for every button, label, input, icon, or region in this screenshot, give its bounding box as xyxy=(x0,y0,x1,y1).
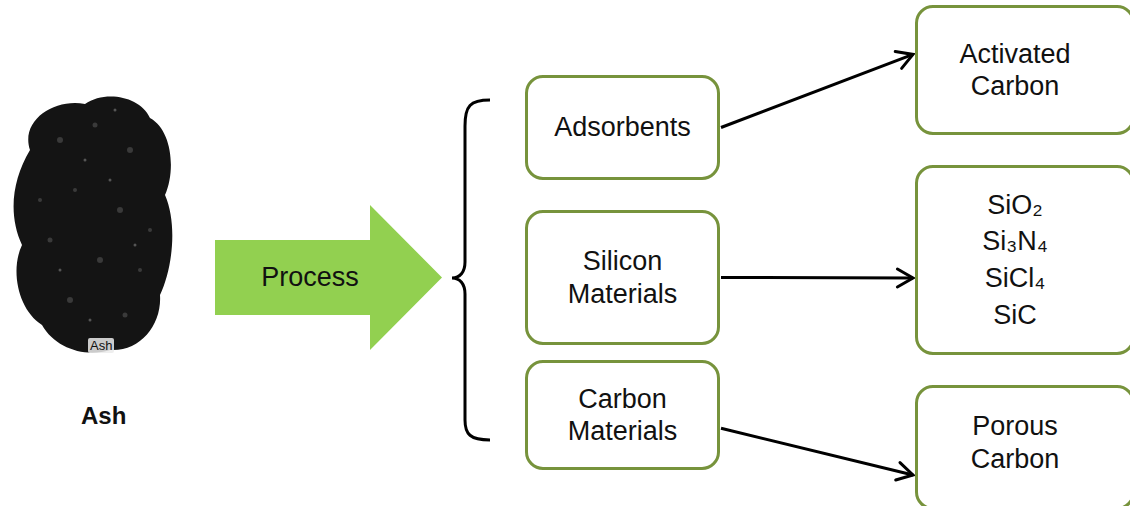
node-text: Carbon Materials xyxy=(538,383,708,448)
product-box: SiO₂Si₃N₄SiCl₄SiC xyxy=(915,165,1130,355)
node-text: SiO₂ xyxy=(987,187,1043,224)
node-text: Activated Carbon xyxy=(930,38,1100,103)
node-text: Si₃N₄ xyxy=(982,223,1048,260)
node-text: SiC xyxy=(993,297,1037,334)
product-box: Activated Carbon xyxy=(915,5,1130,135)
arrow-connector xyxy=(721,269,913,287)
node-text: SiCl₄ xyxy=(985,260,1046,297)
process-arrow: Process xyxy=(215,205,443,350)
bracket xyxy=(452,100,490,440)
image-caption: Ash xyxy=(88,338,114,353)
category-box: Adsorbents xyxy=(525,75,720,180)
arrow-connector xyxy=(721,52,913,128)
node-text: Porous Carbon xyxy=(930,410,1100,475)
category-box: Carbon Materials xyxy=(525,360,720,470)
arrow-fill xyxy=(215,205,442,350)
node-text: Adsorbents xyxy=(554,111,691,143)
node-text: Silicon Materials xyxy=(538,245,708,310)
image-title: Ash xyxy=(81,402,126,430)
category-box: Silicon Materials xyxy=(525,210,720,345)
ash-pile xyxy=(14,96,173,352)
process-label: Process xyxy=(261,261,359,293)
product-box: Porous Carbon xyxy=(915,385,1130,506)
arrow-connector xyxy=(721,428,913,480)
